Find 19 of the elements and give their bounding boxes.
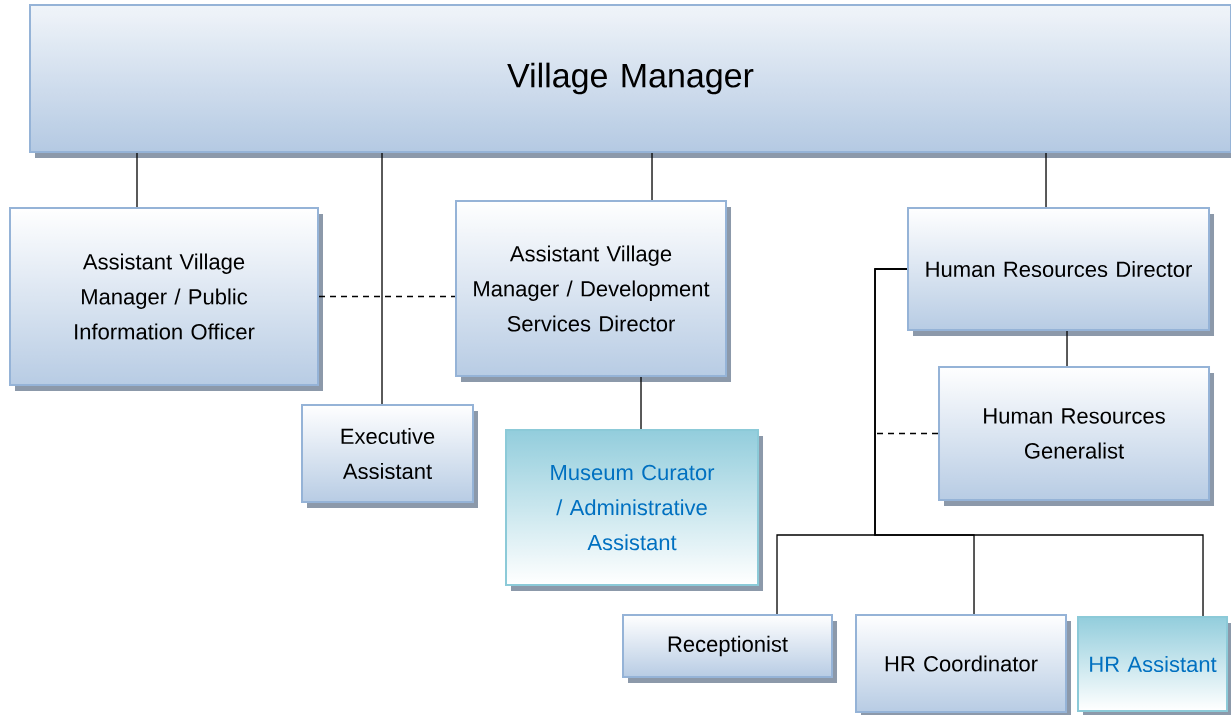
position-box: Human Resources Generalist [938, 366, 1214, 506]
connector-line [640, 376, 642, 430]
connector-line [651, 152, 653, 201]
connector-line [1045, 152, 1047, 208]
position-box: Receptionist [622, 614, 837, 683]
position-box: Human Resources Director [907, 207, 1214, 336]
position-box: Executive Assistant [301, 404, 478, 508]
position-box: Assistant Village Manager / Development Services Director [455, 200, 731, 382]
position-box: Museum Curator / Administrative Assistant [505, 429, 763, 591]
position-box: Assistant Village Manager / Public Information Officer [9, 207, 323, 391]
connector-line [874, 268, 1204, 617]
connector-line [874, 432, 939, 435]
connector-line [136, 152, 138, 208]
position-box: HR Coordinator [855, 614, 1071, 715]
title-box: Village Manager [29, 4, 1231, 158]
connector-line [1066, 330, 1068, 367]
connector-line [381, 152, 383, 405]
connector-line [318, 295, 456, 298]
position-box: HR Assistant [1077, 616, 1231, 715]
